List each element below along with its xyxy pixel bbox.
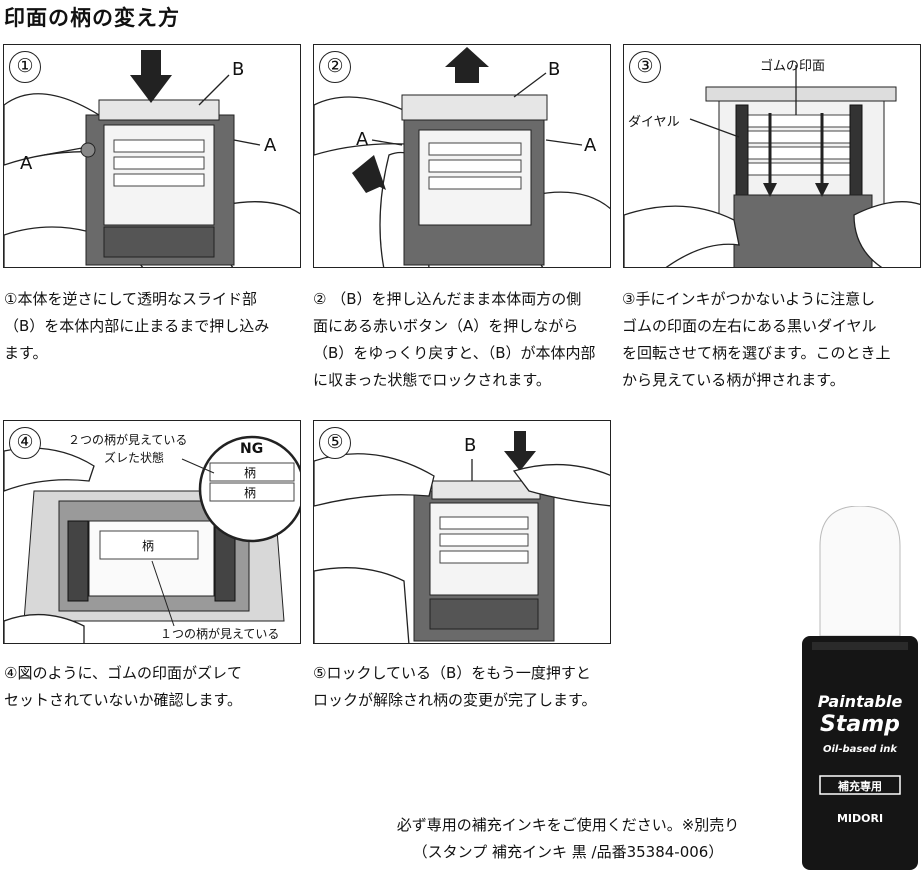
caption-line: ② （B）を押し込んだまま本体両方の側	[313, 290, 582, 308]
label-gara-main: 柄	[142, 539, 155, 553]
caption-line: ⑤ロックしている（B）をもう一度押すと	[313, 664, 591, 682]
label-a-left: A	[20, 153, 33, 174]
maker-logo: MIDORI	[836, 812, 884, 825]
step-5-drawing	[314, 431, 610, 643]
label-gara-1: 柄	[244, 466, 257, 480]
caption-line: から見えている柄が押されます。	[622, 371, 845, 389]
label-misaligned: ズレた状態	[104, 451, 165, 465]
caption-line: （B）を本体内部に止まるまで押し込み	[4, 317, 270, 335]
refill-badge: 補充専用	[838, 780, 882, 793]
label-b: B	[464, 435, 477, 456]
step-2-number: ②	[319, 51, 351, 83]
step-3-drawing	[624, 65, 920, 267]
step-4-drawing	[4, 435, 300, 643]
ink-type: Oil-based ink	[823, 744, 897, 755]
label-two-visible: ２つの柄が見えている	[68, 433, 188, 447]
caption-line: 面にある赤いボタン（A）を押しながら	[313, 317, 579, 335]
step-4-illustration: ④ ２つの柄が見えている ズレた状態 NG 柄 柄 柄 １つの柄が見えている	[3, 420, 301, 644]
step-2-caption: ② （B）を押し込んだまま本体両方の側 面にある赤いボタン（A）を押しながら （…	[313, 286, 618, 394]
label-b: B	[548, 59, 561, 80]
caption-line: ③手にインキがつかないように注意し	[622, 290, 876, 308]
label-ng: NG	[240, 441, 264, 457]
label-gara-2: 柄	[244, 486, 257, 500]
step-1-caption: ①本体を逆さにして透明なスライド部 （B）を本体内部に止まるまで押し込み ます。	[4, 286, 304, 367]
brand-paintable: Paintable	[817, 692, 903, 711]
step-3-caption: ③手にインキがつかないように注意し ゴムの印面の左右にある黒いダイヤル を回転さ…	[622, 286, 922, 394]
step-1-illustration: ① B A A	[3, 44, 301, 268]
refill-ink-bottle-image: Paintable Stamp Oil-based ink 補充専用 MIDOR…	[800, 506, 920, 870]
ink-note: 必ず専用の補充インキをご使用ください。※別売り （スタンプ 補充インキ 黒 /品…	[348, 812, 788, 866]
label-dial: ダイヤル	[628, 115, 680, 130]
label-rubber-face: ゴムの印面	[760, 59, 826, 74]
caption-line: ます。	[4, 344, 48, 362]
label-a-right: A	[584, 135, 597, 156]
step-5-illustration: ⑤ B	[313, 420, 611, 644]
caption-line: （B）をゆっくり戻すと、（B）が本体内部	[313, 344, 596, 362]
step-5-number: ⑤	[319, 427, 351, 459]
step-3-number: ③	[629, 51, 661, 83]
step-2-drawing	[314, 47, 610, 267]
caption-line: ④図のように、ゴムの印面がズレて	[4, 664, 242, 682]
step-1-drawing	[4, 50, 300, 267]
ink-note-line-2: （スタンプ 補充インキ 黒 /品番35384-006）	[412, 843, 724, 861]
caption-line: ①本体を逆さにして透明なスライド部	[4, 290, 257, 308]
step-5-caption: ⑤ロックしている（B）をもう一度押すと ロックが解除され柄の変更が完了します。	[313, 660, 633, 714]
step-4-caption: ④図のように、ゴムの印面がズレて セットされていないか確認します。	[4, 660, 304, 714]
step-1-number: ①	[9, 51, 41, 83]
step-2-illustration: ② B A A	[313, 44, 611, 268]
bottle-drawing	[802, 506, 918, 870]
caption-line: に収まった状態でロックされます。	[313, 371, 551, 389]
caption-line: ゴムの印面の左右にある黒いダイヤル	[622, 317, 877, 335]
brand-stamp: Stamp	[820, 712, 900, 737]
step-4-number: ④	[9, 427, 41, 459]
caption-line: を回転させて柄を選びます。このとき上	[622, 344, 891, 362]
label-a-left: A	[356, 129, 369, 150]
label-one-visible: １つの柄が見えている	[160, 627, 280, 641]
label-b: B	[232, 59, 245, 80]
caption-line: ロックが解除され柄の変更が完了します。	[313, 691, 597, 709]
step-3-illustration: ③ ゴムの印面 ダイヤル	[623, 44, 921, 268]
label-a-right: A	[264, 135, 277, 156]
ink-note-line-1: 必ず専用の補充インキをご使用ください。※別売り	[396, 816, 740, 834]
caption-line: セットされていないか確認します。	[4, 691, 243, 709]
page-title: 印面の柄の変え方	[4, 6, 180, 30]
